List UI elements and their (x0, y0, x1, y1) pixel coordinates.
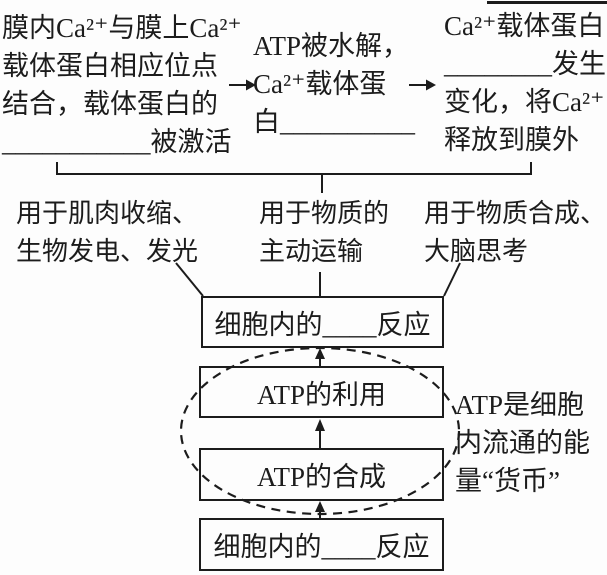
box-cellular-reaction-top: 细胞内的____反应 (201, 296, 444, 348)
text-line: 载体蛋白相应位点 (2, 51, 218, 81)
up-arrow-3-head (315, 501, 325, 512)
flow-arrow-2-head (426, 79, 436, 91)
text-line: 变化，将Ca²⁺ (444, 87, 605, 117)
text-line: 用于物质的 (259, 199, 390, 228)
text-line: 用于肌肉收缩、 (16, 199, 199, 228)
distribution-bracket (56, 162, 532, 175)
flow-step-binding: 膜内Ca²⁺与膜上Ca²⁺ 载体蛋白相应位点 结合，载体蛋白的 ________… (2, 9, 248, 161)
text-line: 结合，载体蛋白的 (2, 89, 218, 119)
text-line: ATP是细胞 (455, 390, 585, 420)
note-atp-currency: ATP是细胞 内流通的能 量“货币” (455, 386, 607, 500)
text-line: 用于物质合成、 (424, 199, 607, 228)
box-label-with-blank: 细胞内的____反应 (214, 309, 431, 340)
up-arrow-1-head (315, 348, 325, 359)
box-atp-use: ATP的利用 (199, 366, 444, 418)
box-label: ATP的合成 (256, 462, 386, 492)
flow-arrow-1-head (246, 79, 256, 91)
text-line: 量“货币” (455, 466, 560, 496)
text-line-with-blank: ________发生 (444, 49, 606, 79)
text-line: ATP被水解， (253, 31, 410, 61)
text-line: 内流通的能 (455, 428, 590, 458)
use-synthesis-thinking: 用于物质合成、 大脑思考 (424, 195, 606, 271)
connector-left-diagonal (175, 262, 204, 297)
text-line-with-blank: 白__________ (253, 107, 415, 137)
text-line: 大脑思考 (424, 237, 529, 266)
box-label-with-blank: 细胞内的____反应 (213, 532, 430, 562)
text-line: Ca²⁺载体蛋 (253, 69, 387, 99)
use-active-transport: 用于物质的 主动运输 (259, 195, 389, 271)
text-line: 生物发电、发光 (16, 237, 199, 266)
flow-step-release: Ca²⁺载体蛋白 ________发生 变化，将Ca²⁺ 释放到膜外 (444, 7, 607, 159)
box-atp-synthesis: ATP的合成 (199, 448, 444, 501)
text-line: 膜内Ca²⁺与膜上Ca²⁺ (2, 13, 242, 43)
text-line-with-blank: ___________被激活 (2, 127, 232, 157)
box-label: ATP的利用 (256, 379, 386, 410)
text-line: 释放到膜外 (444, 125, 579, 155)
up-arrow-2-head (315, 419, 325, 431)
box-cellular-reaction-bottom: 细胞内的____反应 (199, 518, 444, 571)
flow-step-hydrolysis: ATP被水解， Ca²⁺载体蛋 白__________ (253, 27, 428, 141)
use-muscle-contraction: 用于肌肉收缩、 生物发电、发光 (16, 195, 198, 271)
text-line: 主动运输 (259, 237, 364, 266)
text-line: Ca²⁺载体蛋白 (444, 11, 605, 41)
connector-right-diagonal (443, 262, 461, 297)
